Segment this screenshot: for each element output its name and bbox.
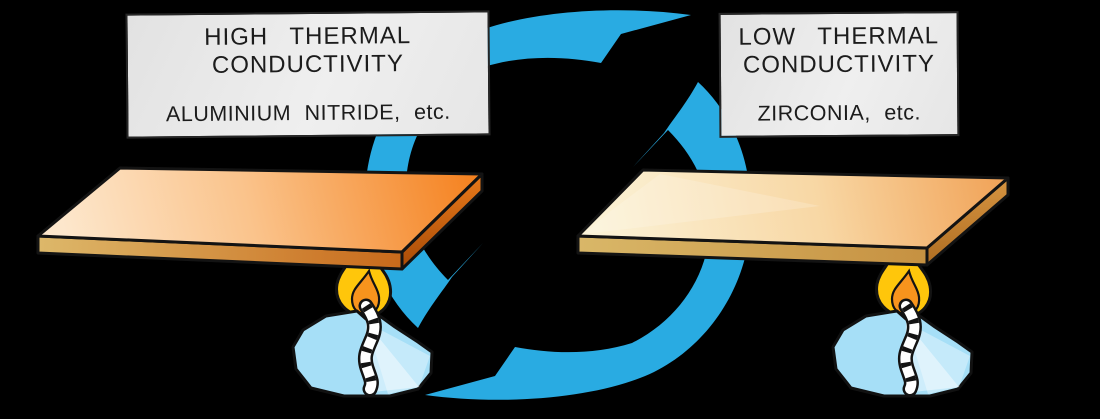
label-heading: LOW THERMAL CONDUCTIVITY bbox=[729, 22, 949, 80]
cycle-arrow-lower-right-icon bbox=[425, 82, 751, 400]
wick-left-stripes bbox=[360, 303, 380, 391]
heading-line-1: LOW THERMAL bbox=[738, 22, 940, 51]
material-name: ALUMINIUM NITRIDE, etc. bbox=[165, 99, 451, 127]
hot-plate-high-conductivity bbox=[36, 166, 484, 271]
material-name: ZIRCONIA, etc. bbox=[757, 100, 922, 126]
burner-highlight bbox=[366, 322, 430, 394]
label-box-high-conductivity: HIGH THERMAL CONDUCTIVITY ALUMINIUM NITR… bbox=[125, 10, 491, 139]
wick-stripes bbox=[900, 303, 920, 391]
plate-top-face bbox=[576, 168, 1010, 250]
plate-top-face bbox=[36, 166, 484, 254]
heading-line-2: CONDUCTIVITY bbox=[742, 50, 936, 79]
label-heading: HIGH THERMAL CONDUCTIVITY bbox=[136, 22, 480, 81]
heading-line-2: CONDUCTIVITY bbox=[211, 50, 405, 79]
plate-top-sheen bbox=[584, 174, 820, 234]
cool-plate-low-conductivity bbox=[576, 168, 1010, 267]
burner-highlight bbox=[906, 322, 970, 394]
wick-right-icon bbox=[897, 298, 922, 397]
heading-line-1: HIGH THERMAL bbox=[204, 22, 412, 51]
label-box-low-conductivity: LOW THERMAL CONDUCTIVITY ZIRCONIA, etc. bbox=[718, 11, 960, 138]
